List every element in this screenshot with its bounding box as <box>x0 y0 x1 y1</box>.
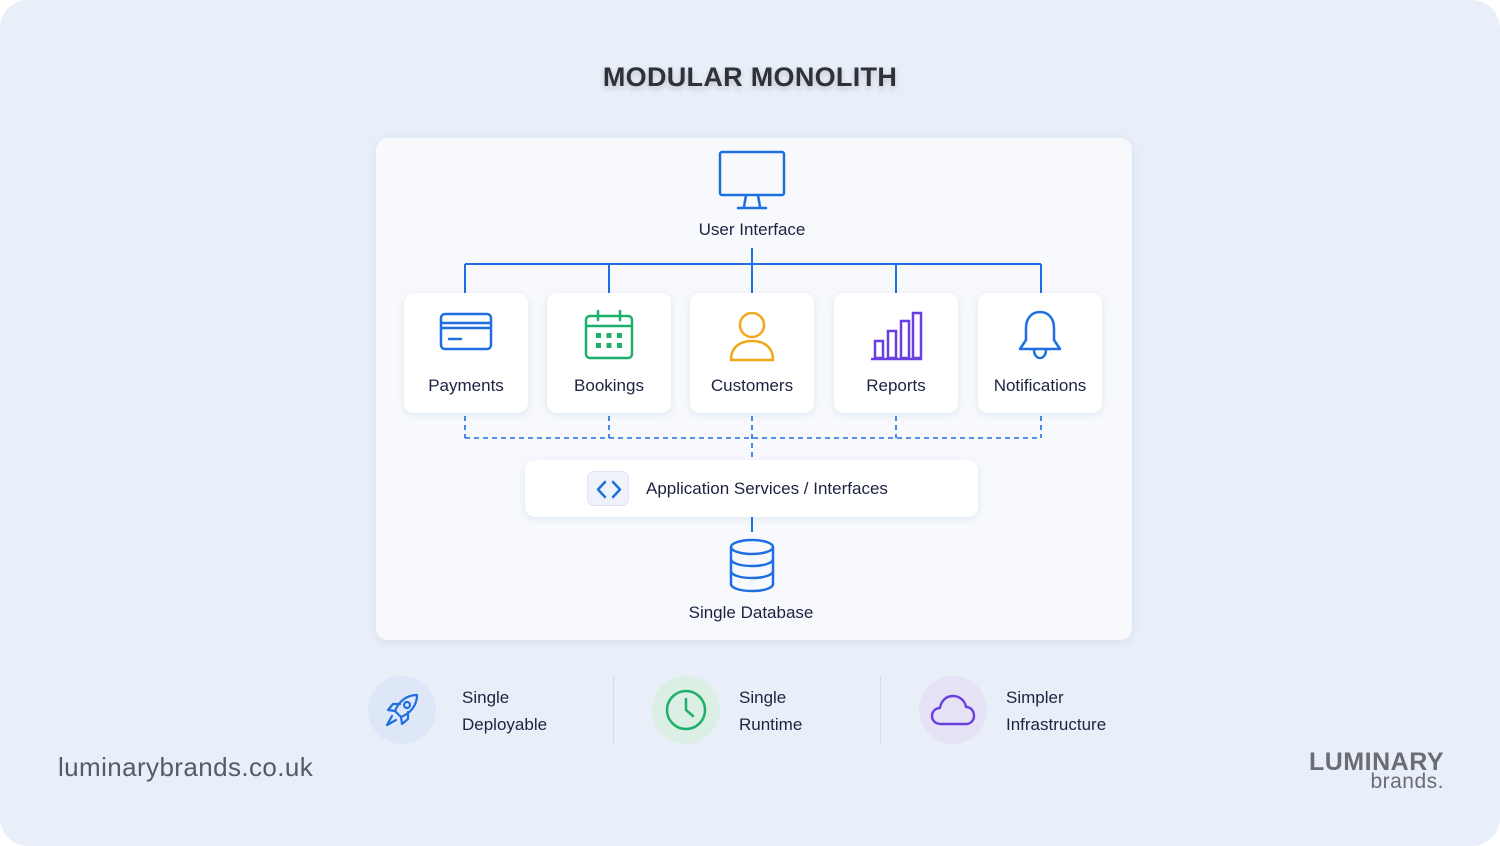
feature-line2: Runtime <box>739 715 803 734</box>
clock-icon <box>665 689 707 731</box>
footer-url[interactable]: luminarybrands.co.uk <box>58 752 314 782</box>
luminary-logo: LUMINARY brands. <box>1286 748 1446 794</box>
calendar-icon <box>584 309 634 360</box>
feature-text: Single Runtime <box>739 684 802 738</box>
module-payments: Payments <box>404 293 528 413</box>
module-label: Reports <box>866 376 926 395</box>
module-reports: Reports <box>834 293 958 413</box>
bell-icon <box>1018 310 1062 360</box>
logo-line2: brands. <box>1370 770 1444 793</box>
credit-card-icon <box>439 312 493 351</box>
user-interface-label: User Interface <box>698 220 806 239</box>
user-icon <box>729 311 775 362</box>
feature-line2: Deployable <box>462 715 548 734</box>
feature-deployable <box>368 676 436 744</box>
monitor-icon <box>718 150 786 210</box>
cloud-icon <box>930 694 976 726</box>
database-label: Single Database <box>688 603 814 622</box>
feature-line1: Simpler <box>1006 688 1064 707</box>
feature-line1: Single <box>739 688 787 707</box>
module-notifications: Notifications <box>978 293 1102 413</box>
application-services-box: Application Services / Interfaces <box>525 460 978 517</box>
services-label: Application Services / Interfaces <box>646 479 888 498</box>
page-title: MODULAR MONOLITH <box>602 62 898 92</box>
module-label: Bookings <box>574 376 644 395</box>
feature-line1: Single <box>462 688 510 707</box>
feature-infrastructure <box>919 676 987 744</box>
module-label: Payments <box>428 376 504 395</box>
feature-text: Simpler Infrastructure <box>1006 684 1106 738</box>
feature-line2: Infrastructure <box>1006 715 1107 734</box>
module-bookings: Bookings <box>547 293 671 413</box>
rocket-icon <box>385 693 419 727</box>
feature-divider <box>880 676 881 744</box>
module-label: Notifications <box>993 376 1087 395</box>
feature-divider <box>613 676 614 744</box>
module-customers: Customers <box>690 293 814 413</box>
database-icon <box>729 538 775 593</box>
logo-line1: LUMINARY <box>1308 748 1444 776</box>
feature-runtime <box>652 676 720 744</box>
module-label: Customers <box>710 376 794 395</box>
feature-text: Single Deployable <box>462 684 547 738</box>
code-brackets-icon <box>587 471 629 506</box>
bar-chart-icon <box>871 311 923 361</box>
